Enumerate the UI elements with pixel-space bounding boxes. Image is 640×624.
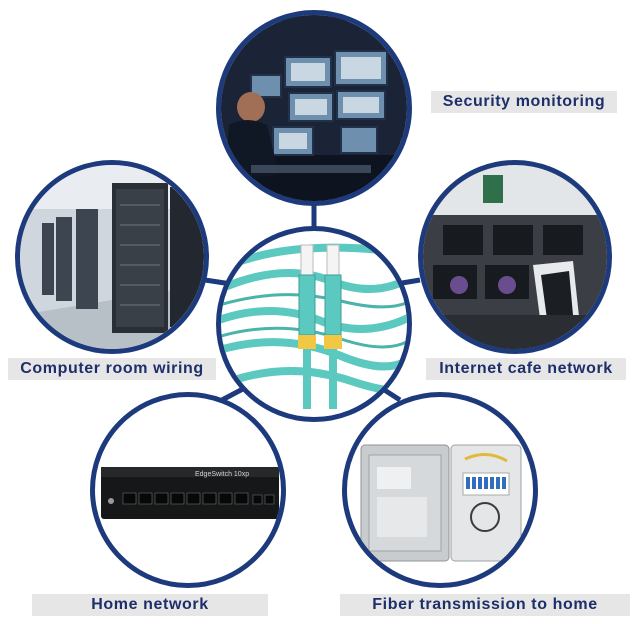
switch-brand-text: EdgeSwitch 10xp	[195, 471, 249, 478]
computer-room-photo	[15, 160, 209, 354]
security-monitoring-photo	[216, 10, 412, 206]
label-home-network: Home network	[32, 594, 268, 616]
label-security-monitoring: Security monitoring	[431, 91, 617, 113]
label-fiber-transmission-to-home: Fiber transmission to home	[340, 594, 630, 616]
home-network-photo: EdgeSwitch 10xp	[90, 392, 286, 588]
label-computer-room-wiring: Computer room wiring	[8, 358, 216, 380]
fiber-patch-cable-photo	[216, 226, 412, 422]
fiber-distribution-box-photo	[342, 392, 538, 588]
internet-cafe-photo	[418, 160, 612, 354]
label-internet-cafe-network: Internet cafe network	[426, 358, 626, 380]
